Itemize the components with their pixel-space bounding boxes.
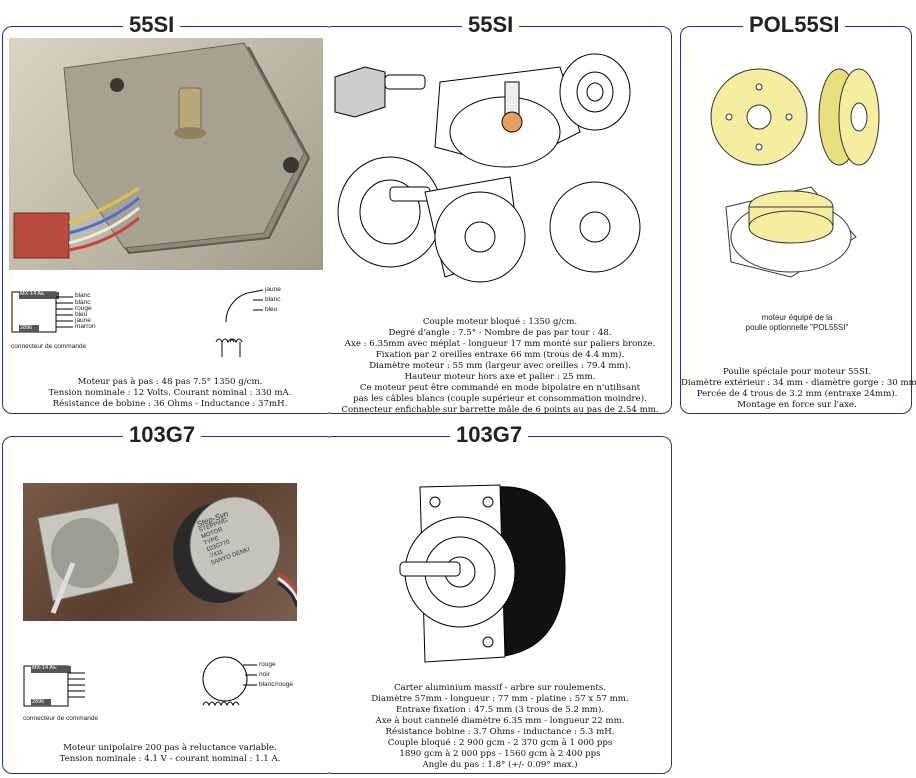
connector-diagram: MX-14 AE 2896	[23, 663, 93, 715]
sub-caption-line: poulie optionnelle "POL55SI"	[745, 323, 849, 332]
connector-drawing	[23, 665, 85, 707]
wire-label: marron	[75, 323, 96, 330]
connector-tag: MX-14 AE	[32, 665, 57, 671]
coil-label: blanc	[265, 296, 281, 303]
caption-line: Résistance bobine : 3.7 Ohms - inductanc…	[385, 727, 615, 737]
connector-code: 2896	[20, 325, 33, 331]
caption-line: Degré d'angle : 7.5° - Nombre de pas par…	[388, 328, 612, 338]
connector-code: 2896	[32, 699, 45, 705]
connector-label: connecteur de commande	[23, 715, 99, 722]
connector-label: connecteur de commande	[11, 343, 87, 350]
caption-line: Moteur unipolaire 200 pas à reluctance v…	[63, 743, 277, 753]
connector-drawing	[11, 291, 73, 333]
coil-label: bleu	[265, 306, 278, 313]
panel-caption: Poulie spéciale pour moteur 55SI. Diamèt…	[681, 367, 916, 411]
panel-55si-drawings: 55SI Couple moteur bloqué : 1350 g/cm. D…	[330, 13, 672, 416]
panel-caption: Moteur unipolaire 200 pas à reluctance v…	[3, 743, 337, 765]
caption-line: Tension nominale : 4.1 V - courant nomin…	[59, 754, 281, 764]
motor-line-drawing	[399, 484, 566, 663]
coil-drawing	[215, 289, 264, 357]
motor-photo-drawing	[37, 496, 297, 614]
motor-line-drawings	[334, 53, 641, 283]
caption-line: Fixation par 2 oreilles entraxe 66 mm (t…	[375, 350, 625, 360]
panel-103g7-photo: 103G7 Step-Syn STEPPING MOTOR TYPE 103G7…	[2, 423, 337, 774]
wire-label: rouge	[75, 305, 92, 312]
motor-photo: Step-Syn STEPPING MOTOR TYPE 103G770 -74…	[23, 483, 297, 621]
caption-line: Axe : 6.35mm avec méplat - longueur 17 m…	[344, 339, 656, 349]
connector-diagram: MX-14 AE 2896 blanc blanc rouge bleu jau…	[11, 289, 121, 344]
pulley-drawings	[710, 68, 880, 278]
caption-line: Axe à bout cannelé diamètre 6.35 mm - lo…	[375, 716, 625, 726]
coil-drawing	[202, 656, 257, 707]
caption-line: Moteur pas à pas : 48 pas 7.5° 1350 g/cm…	[77, 377, 263, 387]
coil-label: rouge	[259, 661, 276, 668]
connector-tag: MX-14 AE	[20, 291, 45, 297]
motor-photo	[9, 38, 323, 270]
coil-label: blanc/rouge	[259, 681, 293, 688]
panel-title: 103G7	[123, 423, 202, 447]
caption-line: Connecteur enfichable sur barrette mâle …	[341, 405, 659, 415]
caption-line: Diamètre extérieur : 34 mm - diamètre go…	[681, 378, 916, 388]
caption-line: Poulie spéciale pour moteur 55SI.	[723, 367, 871, 377]
motor-photo-drawing	[13, 42, 311, 259]
caption-line: pas les câbles blancs (couple supérieur …	[353, 394, 647, 404]
caption-line: Hauteur moteur hors axe et palier : 25 m…	[404, 372, 596, 382]
caption-line: Tension nominale : 12 Volts. Courant nom…	[48, 388, 292, 398]
coil-label: jaune	[265, 286, 281, 293]
caption-line: Couple bloqué : 2 900 gcm - 2 370 gcm à …	[387, 738, 613, 748]
panel-caption: Moteur pas à pas : 48 pas 7.5° 1350 g/cm…	[3, 377, 337, 410]
panel-title: 103G7	[450, 423, 529, 447]
caption-line: 1890 gcm à 2 000 pps - 1560 gcm à 2 400 …	[399, 749, 601, 759]
panel-caption: Couple moteur bloqué : 1350 g/cm. Degré …	[330, 317, 670, 416]
wire-label: blanc	[75, 292, 91, 299]
panel-caption: Carter aluminium massif - arbre sur roul…	[330, 683, 670, 771]
coil-diagram: jaune blanc bleu	[208, 282, 288, 362]
panel-55si-photo: 55SI MX-14 AE	[2, 13, 337, 414]
wire-label: jaune	[75, 317, 91, 324]
coil-diagram: rouge noir blanc/rouge	[193, 655, 303, 735]
coil-label: noir	[259, 671, 270, 678]
caption-line: Ce moteur peut être commandé en mode bip…	[359, 383, 641, 393]
panel-title: 55SI	[123, 13, 181, 37]
wire-label: bleu	[75, 311, 88, 318]
caption-line: Diamètre 57mm - longueur : 77 mm - plati…	[371, 694, 629, 704]
sub-caption: moteur équipé de la poulie optionnelle "…	[681, 313, 913, 333]
caption-line: Diamètre moteur : 55 mm (largeur avec or…	[369, 361, 631, 371]
caption-line: Angle du pas : 1.8° (+/- 0.09° max.)	[422, 760, 578, 770]
caption-line: Couple moteur bloqué : 1350 g/cm.	[422, 317, 578, 327]
caption-line: Entraxe fixation : 47.5 mm (3 trous de 5…	[395, 705, 605, 715]
caption-line: Carter aluminium massif - arbre sur roul…	[393, 683, 607, 693]
caption-line: Résistance de bobine : 36 Ohms - Inducta…	[52, 399, 288, 409]
panel-103g7-drawing: 103G7 Carter aluminium massif - arbre su…	[330, 423, 672, 774]
sub-caption-line: moteur équipé de la	[761, 313, 833, 322]
panel-pol55si: POL55SI moteur équipé de la poulie optio…	[680, 13, 916, 414]
panel-title: POL55SI	[743, 13, 846, 37]
caption-line: Percée de 4 trous de 3.2 mm (entraxe 24m…	[696, 389, 898, 399]
caption-line: Montage en force sur l'axe.	[737, 400, 857, 410]
wire-label: blanc	[75, 299, 91, 306]
panel-title: 55SI	[462, 13, 520, 37]
